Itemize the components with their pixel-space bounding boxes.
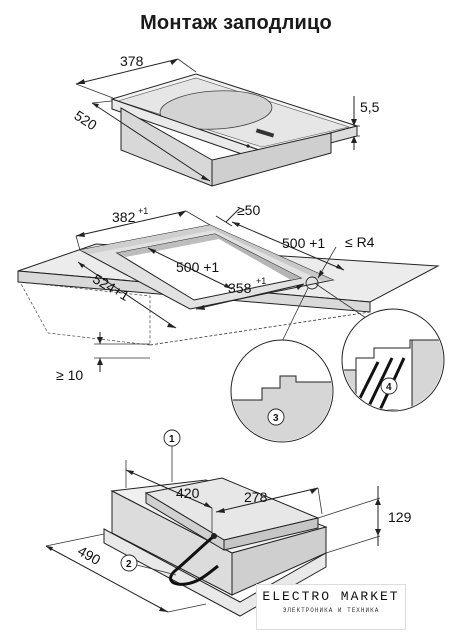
dimension-cooktop-width: 378 [75, 53, 197, 99]
dim-5-5-label: 5,5 [360, 99, 380, 115]
dimension-corner-radius: ≤ R4 [317, 234, 375, 279]
dim-378-label: 378 [120, 53, 144, 69]
dim-r4-label: ≤ R4 [345, 234, 375, 250]
dim-382-tol: +1 [138, 206, 148, 216]
callout-3: 3 [273, 413, 279, 424]
dim-382-label: 382 [112, 209, 136, 225]
dim-420-label: 420 [176, 485, 200, 501]
dimension-min-front-clearance: ≥ 10 [56, 332, 150, 383]
dimension-cutout-inner-width: 358 +1 [195, 276, 305, 310]
dimension-cutout-inner-depth: 500 +1 [147, 247, 233, 290]
dimension-cooktop-thickness: 5,5 [351, 96, 380, 150]
dimension-cutout-outer-width: 382 +1 [75, 206, 211, 251]
dim-min-50-label: ≥50 [237, 202, 260, 218]
callout-2: 2 [126, 559, 132, 570]
dimension-min-back-clearance: ≥50 [215, 202, 260, 227]
dim-520-label: 520 [72, 107, 100, 133]
logo-main-text: ELECTRO MARKET [262, 589, 400, 604]
detail-4-illustration: 4 [341, 308, 445, 412]
dim-358-label: 358 [228, 280, 252, 296]
callout-2-marker: 2 [120, 554, 177, 576]
callout-1-marker: 1 [163, 429, 181, 482]
dim-358-tol: +1 [256, 276, 266, 286]
detail-3-illustration: 3 [230, 339, 334, 443]
dimension-unit-top-depth: 278 [215, 487, 323, 515]
cooktop-illustration [110, 73, 359, 187]
dimension-unit-top-width: 420 [125, 460, 213, 532]
dim-129-label: 129 [388, 509, 412, 525]
control-panel-icon [255, 128, 275, 138]
dim-278-label: 278 [244, 489, 268, 505]
page-title: Монтаж заподлицо [140, 12, 332, 34]
dim-500-inner-label: 500 +1 [176, 259, 219, 275]
cooking-zone [159, 90, 273, 130]
callout-4: 4 [386, 382, 392, 393]
logo-sub-text: ЭЛЕКТРОНИКА И ТЕХНИКА [282, 607, 380, 614]
watermark-logo: ELECTRO MARKET ЭЛЕКТРОНИКА И ТЕХНИКА [256, 584, 406, 630]
dim-min-10-label: ≥ 10 [56, 367, 83, 383]
dim-500-side-label: 500 +1 [282, 235, 325, 251]
callout-1: 1 [169, 434, 175, 445]
dimension-cutout-side-depth: 500 +1 [231, 221, 345, 271]
dimension-unit-height: 129 [317, 486, 412, 554]
